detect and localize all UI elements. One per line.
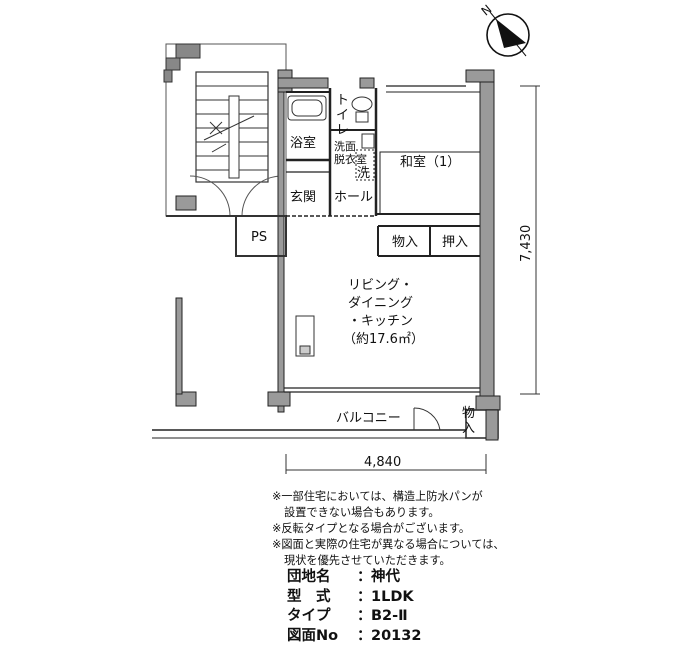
dimension-depth — [520, 85, 540, 395]
note-3: ※図面と実際の住宅が異なる場合については、 — [272, 538, 505, 551]
note-2: ※反転タイプとなる場合がございます。 — [272, 522, 471, 535]
interior-walls — [152, 85, 481, 439]
room-toilet-2: イ — [336, 108, 349, 123]
info-drawing-label: 図面No — [287, 627, 339, 644]
dimension-width-label: 4,840 — [364, 455, 401, 470]
room-washroom-1: 洗面 — [334, 140, 356, 153]
room-ps: PS — [251, 230, 267, 245]
info-sep: ： — [357, 608, 372, 624]
room-washer: 洗 — [357, 166, 370, 181]
room-bath: 浴室 — [290, 135, 316, 151]
property-info: 団地名 ： 神代 型 式 ： 1LDK タイプ ： B2-Ⅱ 図面No ： 20… — [287, 568, 421, 646]
info-row-type: 型 式 ： 1LDK — [287, 588, 421, 608]
info-name-label: 団地名 — [287, 569, 331, 585]
info-row-drawing: 図面No ： 20132 — [287, 627, 421, 647]
info-name-value: 神代 — [371, 569, 400, 585]
info-row-name: 団地名 ： 神代 — [287, 568, 421, 588]
stairwell — [163, 43, 287, 217]
info-row-subtype: タイプ ： B2-Ⅱ — [287, 607, 421, 627]
note-1: ※一部住宅においては、構造上防水パンが — [272, 490, 483, 503]
info-type-value: 1LDK — [371, 588, 414, 605]
info-drawing-value: 20132 — [371, 627, 422, 644]
info-subtype-value: B2-Ⅱ — [371, 608, 408, 624]
compass-north-label: N — [479, 2, 495, 18]
unit-walls — [175, 69, 501, 441]
info-sep: ： — [357, 627, 372, 644]
room-ldk-2: ダイニング — [348, 296, 413, 311]
room-balcony-storage-1: 物 — [462, 406, 475, 421]
fixtures — [287, 95, 441, 431]
room-washroom-2: 脱衣室 — [334, 152, 367, 166]
info-sep: ： — [357, 569, 372, 585]
room-toilet-3: レ — [336, 123, 349, 138]
info-sep: ： — [357, 588, 372, 605]
compass-icon: N — [479, 2, 530, 57]
room-ldk-1: リビング・ — [348, 278, 413, 293]
note-1b: 設置できない場合もあります。 — [284, 506, 440, 519]
room-toilet-1: ト — [336, 93, 349, 108]
room-balcony-storage-2: 入 — [462, 421, 475, 436]
room-ldk-4: （約17.6㎡） — [343, 332, 424, 347]
room-hall: ホール — [334, 190, 373, 205]
room-ldk-3: ・キッチン — [348, 314, 413, 329]
room-entrance: 玄関 — [290, 190, 316, 205]
room-storage: 物入 — [392, 235, 418, 250]
room-balcony: バルコニー — [336, 411, 401, 426]
room-japanese: 和室（1） — [400, 154, 460, 170]
dimension-depth-label: 7,430 — [519, 225, 534, 262]
note-3b: 現状を優先させていただきます。 — [284, 554, 451, 567]
dimension-width — [285, 454, 487, 474]
room-closet: 押入 — [442, 235, 468, 250]
info-type-label: 型 式 — [287, 588, 331, 605]
notes: ※一部住宅においては、構造上防水パンが 設置できない場合もあります。 ※反転タイ… — [272, 489, 505, 569]
info-subtype-label: タイプ — [287, 608, 331, 624]
